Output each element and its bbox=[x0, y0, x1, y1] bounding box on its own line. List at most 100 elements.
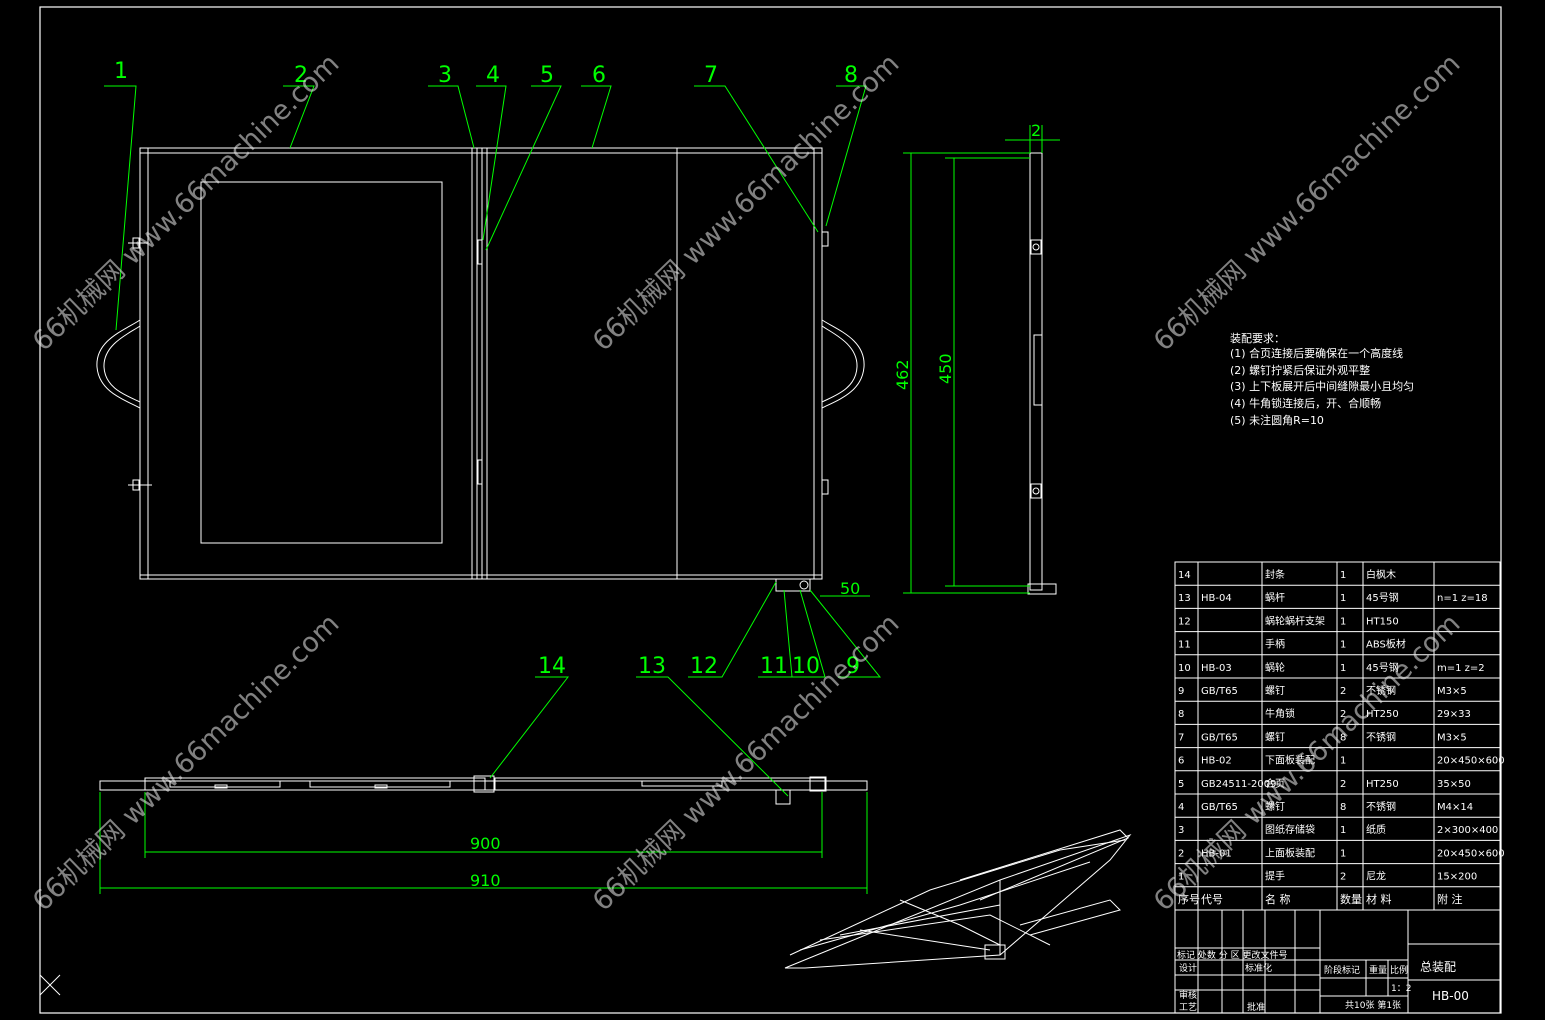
bom-cell-name: 下面板装配 bbox=[1265, 754, 1315, 767]
handle-right bbox=[821, 319, 865, 409]
isometric-view bbox=[784, 829, 1132, 969]
bom-cell-name: 手柄 bbox=[1265, 638, 1285, 651]
balloon-2: 2 bbox=[294, 63, 308, 88]
bom-cell-material: 45号钢 bbox=[1366, 661, 1399, 674]
dimension-texts: 2 462 450 50 900 910 bbox=[470, 121, 1041, 890]
title-block bbox=[1174, 909, 1501, 1014]
title-block-text: 标记 处数 分 区 更改文件号 设计 标准化 审核 工艺 批准 阶段标记 重量 … bbox=[1177, 949, 1411, 1013]
bom-cell-qty: 2 bbox=[1340, 709, 1346, 720]
bom-cell-material: 尼龙 bbox=[1366, 870, 1386, 883]
bom-cell-name: 螺钉 bbox=[1265, 731, 1285, 743]
drawing-number: HB-00 bbox=[1432, 989, 1469, 1003]
front-view bbox=[96, 147, 865, 592]
balloon-10: 10 bbox=[792, 654, 820, 679]
balloon-12: 12 bbox=[690, 654, 718, 679]
bom-cell-no: 14 bbox=[1178, 570, 1191, 581]
balloon-labels: 1 2 3 4 5 6 7 8 9 10 11 12 13 14 bbox=[114, 59, 860, 679]
bom-cell-material: 不锈钢 bbox=[1366, 730, 1396, 743]
requirement-4: (4) 牛角锁连接后，开、合顺畅 bbox=[1230, 396, 1381, 410]
bom-cell-code: HB-02 bbox=[1201, 756, 1232, 767]
bom-cell-code: GB24511-2009 bbox=[1201, 779, 1276, 790]
balloon-13: 13 bbox=[638, 654, 666, 679]
bom-cell-name: 螺钉 bbox=[1265, 685, 1285, 697]
bom-cell-qty: 1 bbox=[1340, 640, 1346, 651]
bom-cell-note: M4×14 bbox=[1437, 802, 1473, 813]
bom-cell-code: GB/T65 bbox=[1201, 732, 1238, 743]
bom-cell-qty: 1 bbox=[1340, 593, 1346, 604]
bom-cell-no: 2 bbox=[1178, 848, 1184, 859]
label-design: 设计 bbox=[1179, 962, 1197, 974]
bom-cell-no: 13 bbox=[1178, 593, 1191, 604]
balloon-14: 14 bbox=[538, 654, 566, 679]
bom-cell-qty: 8 bbox=[1340, 732, 1346, 743]
bom-cell-material: HT250 bbox=[1366, 709, 1399, 720]
bom-cell-note: 2×300×400 bbox=[1437, 825, 1498, 836]
label-ratio: 比例 bbox=[1390, 964, 1408, 976]
bom-cell-name: 封条 bbox=[1265, 568, 1285, 581]
title-block-main: 总装配 HB-00 bbox=[1420, 960, 1469, 1003]
bom-cell-note: M3×5 bbox=[1437, 686, 1467, 697]
bom-cell-material: ABS板材 bbox=[1366, 638, 1406, 651]
bom-cell-qty: 1 bbox=[1340, 825, 1346, 836]
bom-cell-material: 不锈钢 bbox=[1366, 684, 1396, 697]
dim-thickness: 2 bbox=[1031, 121, 1041, 140]
bom-cell-name: 蜗轮蜗杆支架 bbox=[1265, 614, 1325, 627]
bom-cell-name: 合页 bbox=[1265, 777, 1285, 790]
bom-cell-note: 29×33 bbox=[1437, 709, 1471, 720]
scale-value: 1：2 bbox=[1391, 984, 1411, 994]
bom-cell-no: 1 bbox=[1178, 872, 1184, 883]
bom-cell-note: n=1 z=18 bbox=[1437, 593, 1488, 604]
bom-cell-note: 35×50 bbox=[1437, 779, 1471, 790]
bom-cell-qty: 2 bbox=[1340, 872, 1346, 883]
bom-cell-name: 蜗杆 bbox=[1265, 592, 1285, 604]
label-process: 工艺 bbox=[1179, 1002, 1197, 1013]
bom-cell-code: HB-03 bbox=[1201, 663, 1232, 674]
side-panel bbox=[1029, 152, 1043, 591]
dim-900: 900 bbox=[470, 834, 501, 853]
requirement-1: (1) 合页连接后要确保在一个高度线 bbox=[1230, 346, 1403, 360]
balloon-1: 1 bbox=[114, 59, 128, 84]
handle-left bbox=[96, 319, 141, 409]
bom-cell-name: 图纸存储袋 bbox=[1265, 823, 1315, 836]
assembly-requirements: 装配要求： (1) 合页连接后要确保在一个高度线 (2) 螺钉拧紧后保证外观平整… bbox=[1230, 332, 1414, 427]
bom-cell-no: 12 bbox=[1178, 616, 1191, 627]
bom-cell-name: 上面板装配 bbox=[1265, 846, 1315, 859]
bom-header-code: 代号 bbox=[1201, 893, 1223, 906]
bom-cell-note: M3×5 bbox=[1437, 732, 1467, 743]
sheet-count: 共10张 第1张 bbox=[1345, 999, 1401, 1011]
bom-cell-no: 10 bbox=[1178, 663, 1191, 674]
balloon-3: 3 bbox=[438, 63, 452, 88]
bottom-view bbox=[99, 775, 868, 805]
dim-462: 462 bbox=[893, 359, 912, 390]
bom-cell-material: HT150 bbox=[1366, 616, 1399, 627]
bom-cell-name: 提手 bbox=[1265, 870, 1285, 883]
dimension-lines bbox=[99, 125, 1060, 894]
bom-cell-no: 11 bbox=[1178, 640, 1191, 651]
label-approve: 批准 bbox=[1247, 1001, 1265, 1013]
label-stage: 阶段标记 bbox=[1324, 964, 1360, 976]
bom-cell-qty: 1 bbox=[1340, 848, 1346, 859]
requirement-5: (5) 未注圆角R=10 bbox=[1230, 413, 1324, 427]
bom-cell-name: 牛角锁 bbox=[1265, 707, 1295, 720]
bom-cell-material: HT250 bbox=[1366, 779, 1399, 790]
label-review: 审核 bbox=[1179, 989, 1197, 1001]
label-standard: 标准化 bbox=[1245, 962, 1272, 974]
balloon-9: 9 bbox=[846, 654, 860, 679]
requirements-title: 装配要求： bbox=[1230, 332, 1285, 345]
bom-cell-note: 15×200 bbox=[1437, 872, 1477, 883]
bom-cell-qty: 2 bbox=[1340, 686, 1346, 697]
panel-outline bbox=[139, 147, 823, 580]
balloon-5: 5 bbox=[540, 63, 554, 88]
bom-cell-note: 20×450×600 bbox=[1437, 756, 1505, 767]
bom-cell-note: m=1 z=2 bbox=[1437, 663, 1485, 674]
balloon-8: 8 bbox=[844, 63, 858, 88]
bom-cell-code: HB-04 bbox=[1201, 593, 1232, 604]
requirement-3: (3) 上下板展开后中间缝隙最小且均匀 bbox=[1230, 379, 1414, 393]
balloon-4: 4 bbox=[486, 63, 500, 88]
bom-cell-no: 7 bbox=[1178, 732, 1184, 743]
label-weight: 重量 bbox=[1369, 964, 1387, 976]
bom-cell-note: 20×450×600 bbox=[1437, 848, 1505, 859]
dim-910: 910 bbox=[470, 871, 501, 890]
side-view bbox=[1027, 152, 1057, 595]
